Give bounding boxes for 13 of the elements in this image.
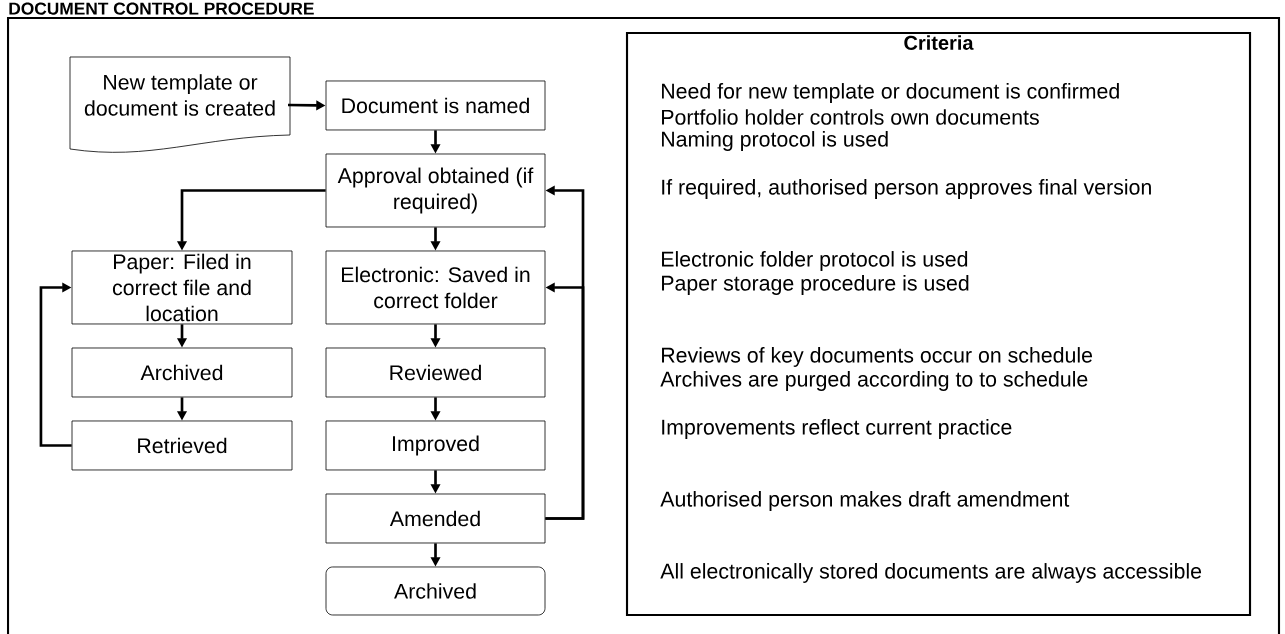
process-box: Paper: Filed in correct file and location [71,250,293,325]
process-box: Archived [71,347,293,398]
process-box: Electronic: Saved in correct folder [325,250,546,325]
arrow [39,282,72,447]
process-box: Document is named [325,80,546,131]
process-box: Improved [325,420,546,471]
process-box: Retrieved [71,420,293,471]
terminal-box: Archived [325,566,546,616]
process-box: Amended [325,493,546,544]
process-box: Approval obtained (if required) [325,153,546,228]
process-box: Reviewed [325,347,546,398]
title: DOCUMENT CONTROL PROCEDURE [9,2,314,15]
criteria-panel: Criteria Need for new template or document is confirmed Portfolio holder controls own documents Naming protocol is used If required, authorised person approves final version Electronic folder protocol is used Paper storage procedure is used Reviews of key documents occur on schedule Archives are purged according to to schedule Improvements reflect current practice Authorised person makes draft amendment All electronically stored documents are always accessible [625,31,1252,617]
